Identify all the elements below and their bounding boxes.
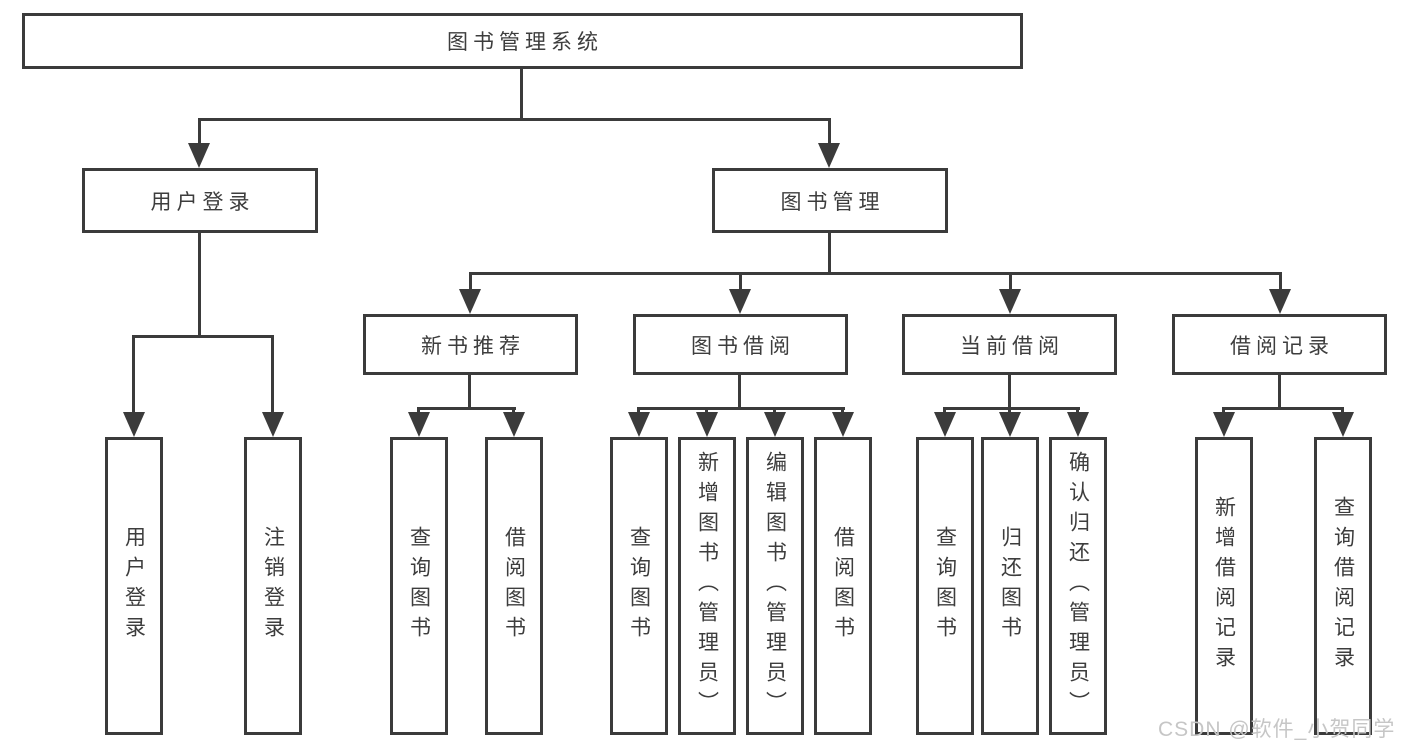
leaf-query-books-1: 查询图书 (390, 437, 448, 735)
book-management-node-label: 图书管理 (780, 190, 885, 214)
connector-drop-add-borrow-record (1222, 407, 1225, 415)
connector-user-login-stub (198, 233, 201, 338)
connector-current-borrow-bar (943, 407, 1080, 410)
connector-drop-borrow-record (1279, 272, 1282, 292)
borrow-record-label: 借阅记录 (1230, 334, 1334, 358)
user-login-node-label: 用户登录 (150, 190, 255, 214)
connector-drop-add-book (705, 407, 708, 415)
borrow-record-node: 借阅记录 (1172, 314, 1387, 375)
connector-current-borrow-stub (1008, 375, 1011, 409)
leaf-borrow-books-2: 借阅图书 (814, 437, 872, 735)
leaf-query-books-3-label: 查询图书 (933, 526, 957, 646)
connector-drop-current-borrow (1009, 272, 1012, 292)
arrow-head-borrow-books-1 (503, 412, 525, 437)
arrow-head-return-book (999, 412, 1021, 437)
connector-new-book-stub (468, 375, 471, 409)
arrow-head-query-borrow-record (1332, 412, 1354, 437)
root-node-system: 图书管理系统 (22, 13, 1023, 69)
leaf-edit-book-admin-label: 编辑图书（管理员） (763, 451, 787, 721)
leaf-confirm-return-admin: 确认归还（管理员） (1049, 437, 1107, 735)
arrow-head-book-management (818, 143, 840, 168)
connector-root-stub (520, 68, 523, 121)
leaf-return-book: 归还图书 (981, 437, 1039, 735)
arrow-head-add-book (696, 412, 718, 437)
arrow-head-user-login (188, 143, 210, 168)
leaf-borrow-books-1-label: 借阅图书 (502, 526, 526, 646)
leaf-query-borrow-record-label: 查询借阅记录 (1331, 496, 1355, 676)
csdn-watermark: CSDN @软件_小贺同学 (1158, 718, 1396, 741)
leaf-borrow-books-2-label: 借阅图书 (831, 526, 855, 646)
connector-drop-user-login (198, 118, 201, 146)
connector-drop-book-management (828, 118, 831, 146)
arrow-head-book-borrow (729, 289, 751, 314)
user-login-node: 用户登录 (82, 168, 318, 233)
arrow-head-edit-book (764, 412, 786, 437)
connector-drop-query-borrow-record (1341, 407, 1344, 415)
arrow-head-new-book (459, 289, 481, 314)
leaf-query-books-2: 查询图书 (610, 437, 668, 735)
leaf-add-borrow-record: 新增借阅记录 (1195, 437, 1253, 735)
connector-drop-confirm-return (1076, 407, 1079, 415)
current-borrow-label: 当前借阅 (960, 334, 1064, 358)
new-book-recommend-label: 新书推荐 (421, 334, 525, 358)
leaf-query-books-1-label: 查询图书 (407, 526, 431, 646)
leaf-edit-book-admin: 编辑图书（管理员） (746, 437, 804, 735)
leaf-query-borrow-record: 查询借阅记录 (1314, 437, 1372, 735)
arrow-head-borrow-record (1269, 289, 1291, 314)
connector-new-book-bar (417, 407, 516, 410)
connector-user-login-bar (133, 335, 274, 338)
arrow-head-current-borrow (999, 289, 1021, 314)
leaf-user-login-label: 用户登录 (122, 526, 146, 646)
arrow-head-query-books-3 (934, 412, 956, 437)
connector-drop-edit-book (773, 407, 776, 415)
connector-drop-book-borrow (739, 272, 742, 292)
connector-book-borrow-bar (637, 407, 845, 410)
leaf-add-book-admin: 新增图书（管理员） (678, 437, 736, 735)
leaf-confirm-return-admin-label: 确认归还（管理员） (1066, 451, 1090, 721)
connector-drop-query-books-3 (943, 407, 946, 415)
root-node-label: 图书管理系统 (447, 31, 603, 54)
leaf-borrow-books-1: 借阅图书 (485, 437, 543, 735)
leaf-return-book-label: 归还图书 (998, 526, 1022, 646)
book-borrow-node: 图书借阅 (633, 314, 848, 375)
book-management-node: 图书管理 (712, 168, 948, 233)
connector-borrow-record-stub (1278, 375, 1281, 409)
connector-drop-borrow-books-1 (512, 407, 515, 415)
connector-drop-query-books-2 (637, 407, 640, 415)
connector-drop-leaf-logout (271, 335, 274, 413)
connector-borrow-record-bar (1222, 407, 1344, 410)
leaf-logout-label: 注销登录 (261, 526, 285, 646)
connector-drop-return-book (1008, 407, 1011, 415)
leaf-query-books-2-label: 查询图书 (627, 526, 651, 646)
current-borrow-node: 当前借阅 (902, 314, 1117, 375)
leaf-logout: 注销登录 (244, 437, 302, 735)
connector-drop-new-book (469, 272, 472, 292)
connector-drop-borrow-books-2 (841, 407, 844, 415)
leaf-user-login: 用户登录 (105, 437, 163, 735)
connector-book-borrow-stub (738, 375, 741, 409)
arrow-head-confirm-return (1067, 412, 1089, 437)
new-book-recommend-node: 新书推荐 (363, 314, 578, 375)
connector-drop-leaf-user-login (132, 335, 135, 413)
leaf-add-borrow-record-label: 新增借阅记录 (1212, 496, 1236, 676)
connector-drop-query-books-1 (417, 407, 420, 415)
arrow-head-borrow-books-2 (832, 412, 854, 437)
arrow-head-leaf-logout (262, 412, 284, 437)
arrow-head-leaf-user-login (123, 412, 145, 437)
arrow-head-query-books-1 (408, 412, 430, 437)
arrow-head-query-books-2 (628, 412, 650, 437)
connector-level3-bar (469, 272, 1282, 275)
connector-level2-bar (198, 118, 831, 121)
leaf-query-books-3: 查询图书 (916, 437, 974, 735)
connector-book-management-stub (828, 233, 831, 275)
book-borrow-label: 图书借阅 (691, 334, 795, 358)
arrow-head-add-borrow-record (1213, 412, 1235, 437)
leaf-add-book-admin-label: 新增图书（管理员） (695, 451, 719, 721)
